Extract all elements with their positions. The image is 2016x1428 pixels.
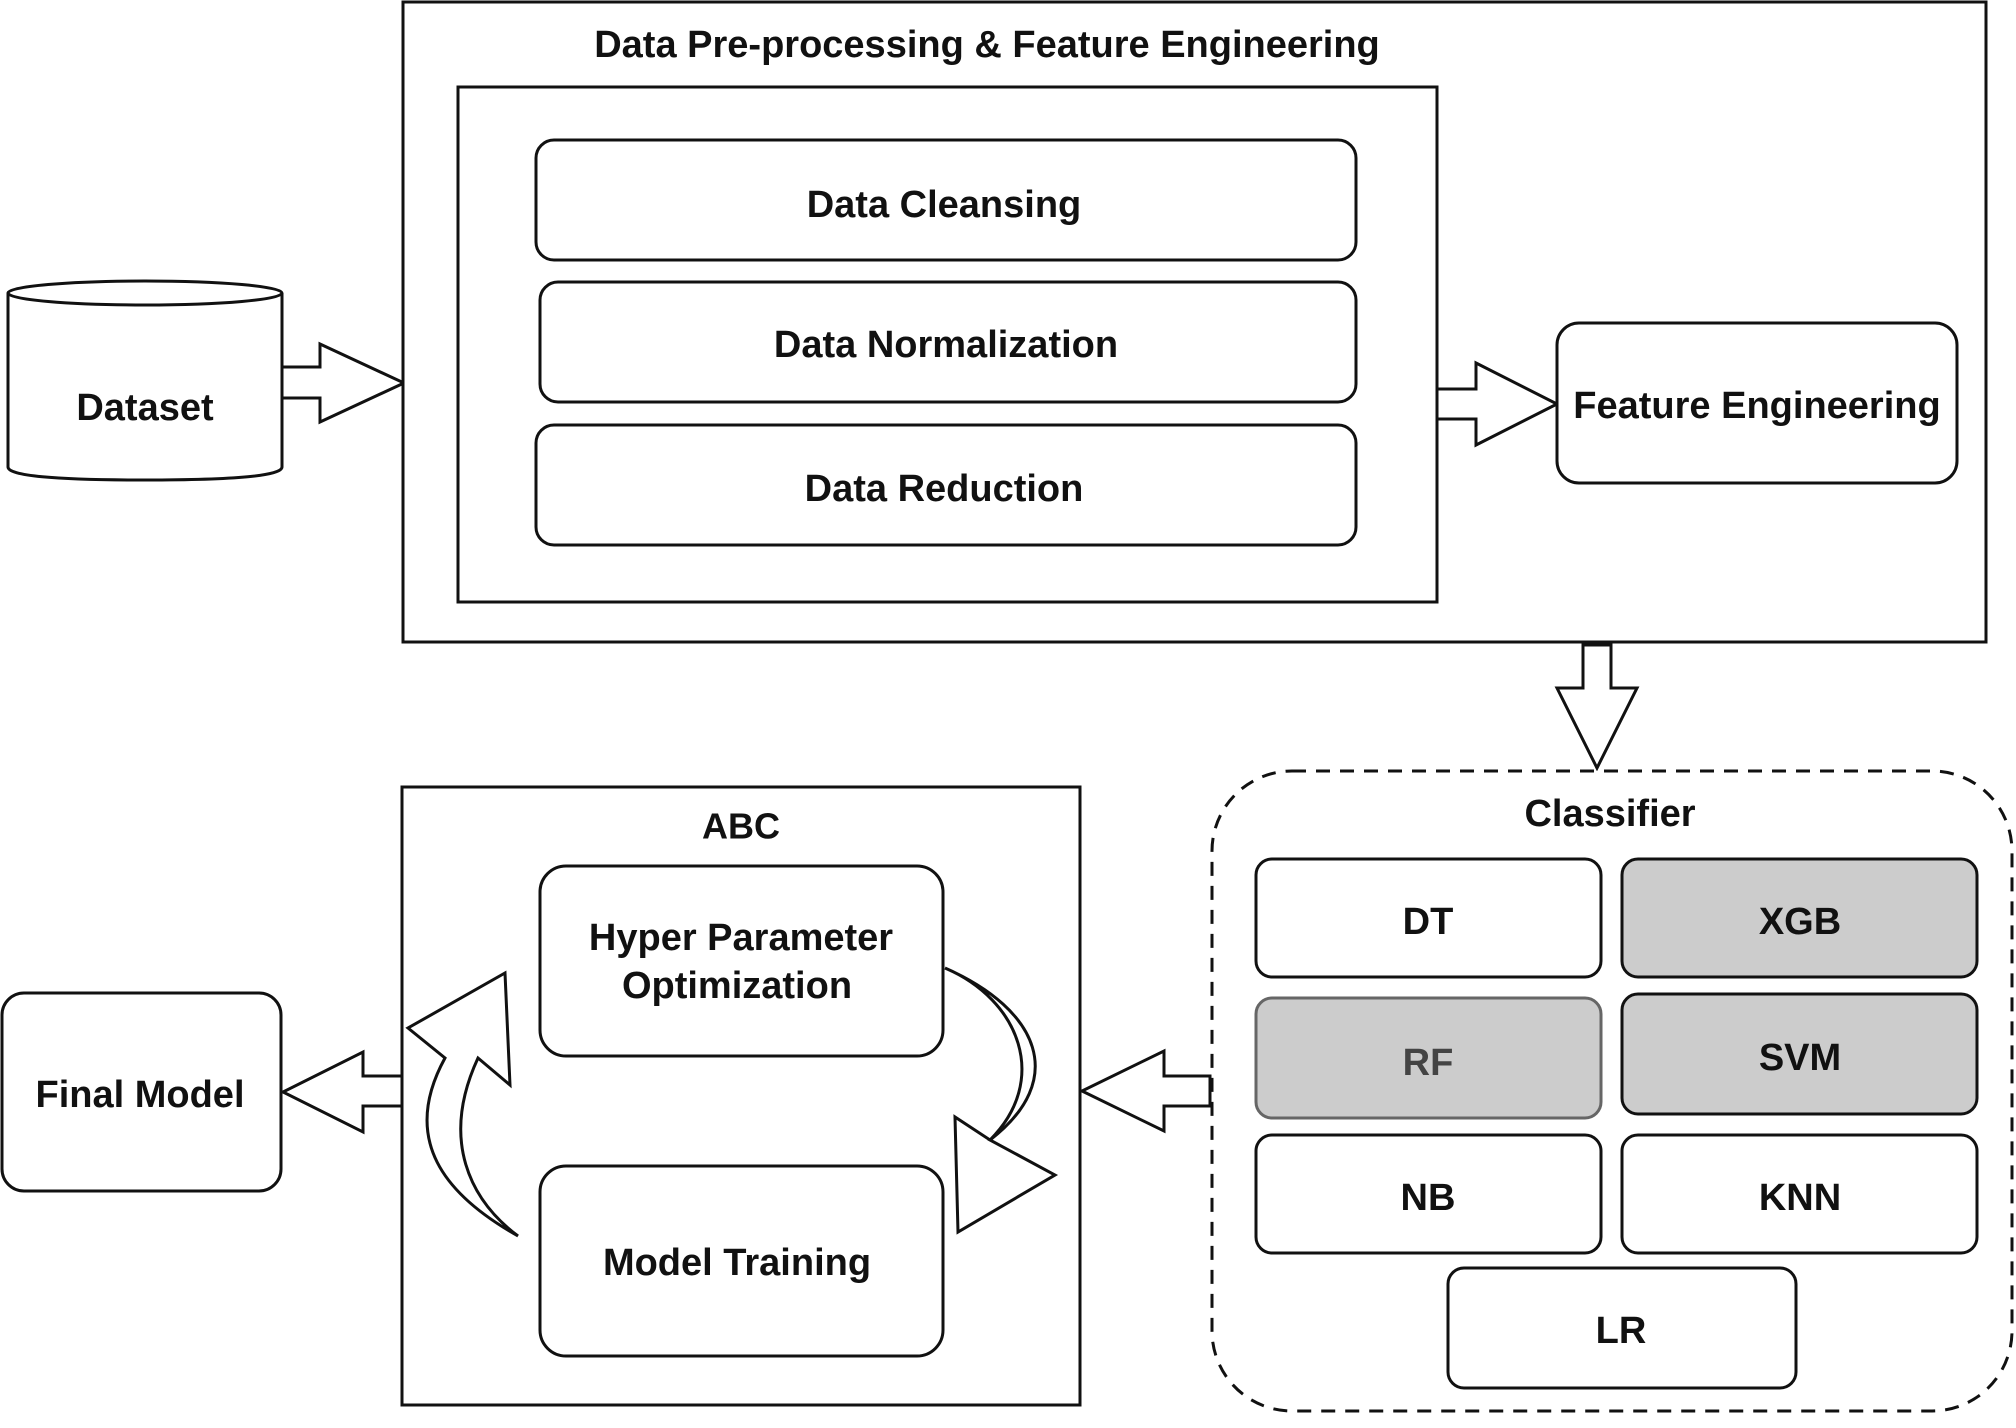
curved-arrow-training-to-optimization: [405, 970, 519, 1238]
classifier-box-rf: [1254, 996, 1603, 1120]
classifier-box-xgb: [1620, 857, 1979, 979]
classifier-label-xgb: XGB: [1759, 901, 1841, 943]
dataset-node: Dataset: [6, 279, 284, 482]
final-model-label: Final Model: [36, 1074, 245, 1116]
classifier-label-rf: RF: [1403, 1042, 1454, 1084]
data-cleansing-box: [534, 138, 1358, 262]
hyper-parameter-label-line2: Optimization: [622, 965, 852, 1007]
final-model-box: [0, 991, 283, 1193]
arrow-classifier-to-abc: [1078, 1048, 1212, 1134]
arrow-dataset-to-preprocessing: [280, 341, 408, 425]
classifier-box-lr: [1446, 1266, 1798, 1390]
classifier-label-knn: KNN: [1759, 1177, 1841, 1219]
feature-engineering-box: [1555, 321, 1959, 485]
classifier-title: Classifier: [1524, 793, 1695, 835]
model-training-box: [538, 1164, 945, 1358]
curved-arrow-optimization-to-training: [944, 966, 1059, 1235]
abc-title: ABC: [702, 806, 780, 847]
data-reduction-label: Data Reduction: [805, 468, 1084, 510]
hyper-parameter-label-line1: Hyper Parameter: [589, 917, 893, 959]
classifier-box-dt: [1254, 857, 1603, 979]
preprocessing-title: Data Pre-processing & Feature Engineerin…: [594, 24, 1380, 66]
classifier-grid: DT XGB RF SVM NB KNN LR: [1254, 857, 1979, 1390]
hyper-parameter-box: [538, 864, 945, 1058]
classifier-box-nb: [1254, 1133, 1603, 1255]
classifier-box-knn: [1620, 1133, 1979, 1255]
dataset-label: Dataset: [76, 387, 214, 429]
data-cleansing-label: Data Cleansing: [807, 184, 1082, 226]
classifier-label-lr: LR: [1596, 1310, 1647, 1352]
arrow-down-to-classifier: [1554, 643, 1640, 772]
classifier-label-dt: DT: [1403, 901, 1454, 943]
arrow-abc-to-final-model: [279, 1049, 404, 1135]
data-normalization-label: Data Normalization: [774, 324, 1118, 366]
classifier-box-svm: [1620, 992, 1979, 1116]
data-normalization-box: [538, 280, 1358, 404]
classifier-label-nb: NB: [1401, 1177, 1456, 1219]
model-training-label: Model Training: [603, 1242, 871, 1284]
arrow-preprocessing-to-feature-engineering: [1435, 360, 1561, 448]
classifier-label-svm: SVM: [1759, 1037, 1841, 1079]
feature-engineering-label: Feature Engineering: [1573, 385, 1940, 427]
data-reduction-box: [534, 423, 1358, 547]
